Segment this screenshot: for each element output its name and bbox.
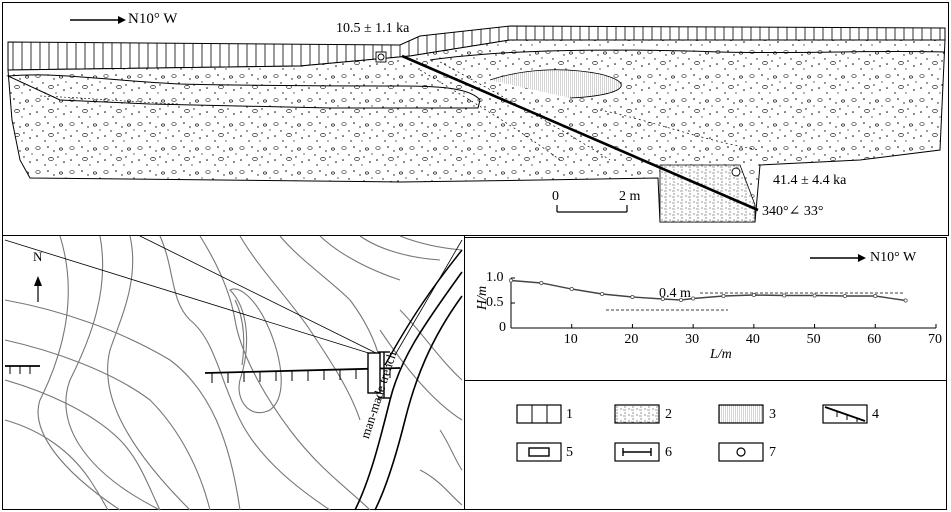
- legend-num-5: 5: [566, 445, 573, 460]
- profile-point: [660, 297, 665, 301]
- fault-line: [401, 54, 759, 212]
- y-tick-label: 0: [499, 320, 506, 335]
- x-tick-label: 10: [563, 332, 578, 347]
- x-tick-label: 60: [867, 332, 882, 347]
- profile-line-marker: [378, 351, 390, 399]
- legend-num-7: 7: [769, 445, 776, 460]
- profile-point: [842, 294, 847, 298]
- north-label: N: [33, 249, 43, 264]
- profile-panel: [464, 237, 947, 381]
- profile-point: [679, 298, 683, 302]
- x-tick-label: 40: [745, 332, 760, 347]
- profile-orientation-label: N10° W: [870, 250, 917, 265]
- legend-num-3: 3: [769, 407, 776, 422]
- legend-panel: [464, 380, 947, 510]
- profile-point: [569, 287, 574, 291]
- legend-symbol-2: [614, 404, 660, 424]
- legend-num-2: 2: [665, 407, 672, 422]
- legend-symbol-7: [718, 442, 764, 462]
- fault-scarp-ticks: [9, 366, 391, 383]
- legend-num-4: 4: [872, 407, 879, 422]
- profile-xlabel: L/m: [710, 347, 732, 362]
- x-tick-label: 30: [685, 332, 700, 347]
- age-bottom-label: 41.4 ± 4.4 ka: [773, 173, 847, 188]
- y-tick-label: 1.0: [486, 270, 504, 285]
- profile-point: [600, 292, 605, 296]
- section-panel: [2, 2, 949, 236]
- profile-point: [903, 298, 908, 303]
- sample-marker-bottom: [731, 167, 741, 177]
- legend-symbol-5: [516, 442, 562, 462]
- profile-point: [721, 294, 726, 298]
- profile-point: [691, 296, 696, 301]
- profile-series-line-0: [510, 279, 906, 302]
- profile-point: [509, 278, 513, 283]
- legend-symbol-4: [822, 404, 868, 424]
- profile-point: [630, 295, 635, 299]
- profile-point: [539, 281, 544, 285]
- section-orientation-label: N10° W: [128, 11, 178, 27]
- fault-scarp: [5, 365, 401, 374]
- profile-point: [873, 294, 878, 298]
- legend-symbol-6: [614, 442, 660, 462]
- profile-series: [509, 278, 908, 303]
- scale-bar: [556, 205, 628, 213]
- scale-zero-label: 0: [552, 189, 559, 204]
- profile-point: [751, 293, 756, 297]
- legend-symbol-1: [516, 404, 562, 424]
- x-tick-label: 20: [624, 332, 639, 347]
- y-tick-label: 0.5: [486, 295, 504, 310]
- x-tick-label: 50: [806, 332, 821, 347]
- profile-point: [812, 293, 817, 298]
- legend-num-1: 1: [566, 407, 573, 422]
- trench-location: [367, 352, 381, 394]
- scale-end-label: 2 m: [619, 189, 641, 204]
- fault-attitude-label: 340°∠ 33°: [762, 204, 824, 219]
- legend-num-6: 6: [665, 445, 672, 460]
- man-made-trench: [354, 271, 463, 511]
- legend-symbol-3: [718, 404, 764, 424]
- offset-label: 0.4 m: [659, 286, 691, 301]
- x-tick-label: 70: [928, 332, 942, 347]
- sample-marker-top: [375, 51, 387, 63]
- age-top-label: 10.5 ± 1.1 ka: [336, 21, 410, 36]
- profile-axes: [510, 278, 936, 329]
- profile-point: [782, 293, 787, 298]
